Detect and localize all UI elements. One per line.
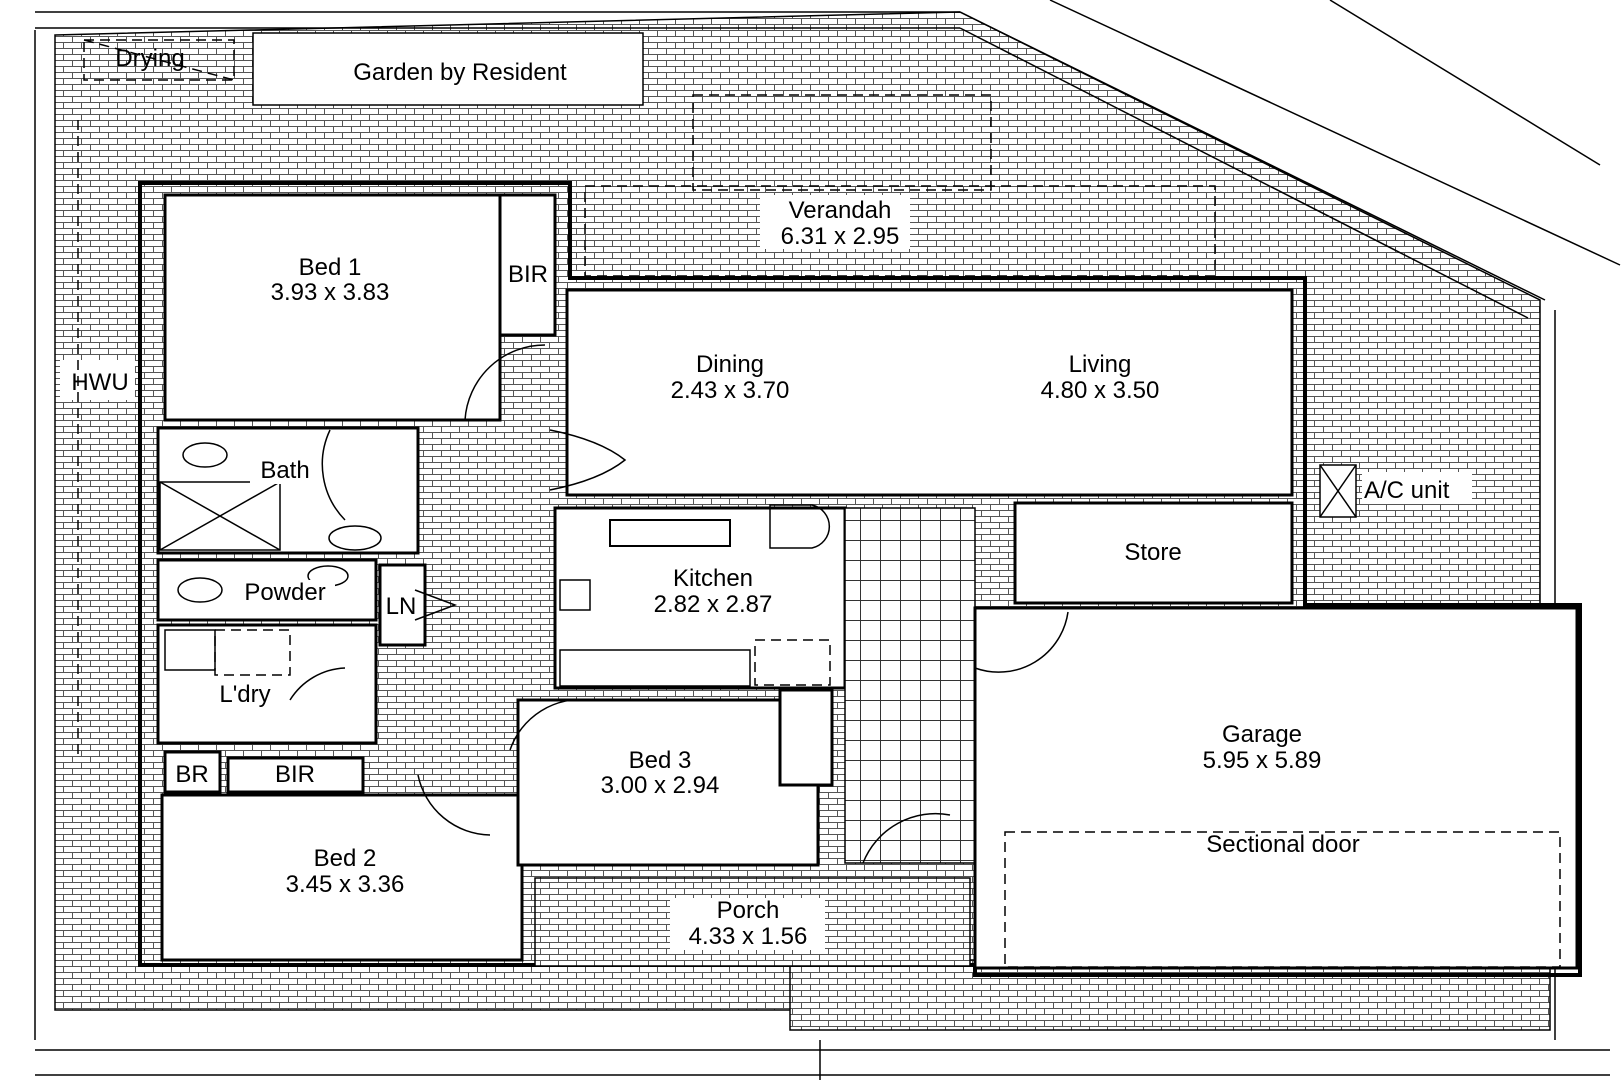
bir-bed1-label: BIR: [508, 261, 548, 288]
room-garage: Garage 5.95 x 5.89 Sectional door: [973, 606, 1579, 970]
dining-label: Dining: [696, 351, 764, 378]
verandah-area: Verandah 6.31 x 2.95: [584, 94, 1216, 277]
kitchen-label: Kitchen: [673, 565, 753, 592]
bed1-label: Bed 1: [299, 254, 362, 281]
porch-dim: 4.33 x 1.56: [689, 923, 808, 950]
room-bed3: Bed 3 3.00 x 2.94: [516, 688, 834, 867]
bed2-dim: 3.45 x 3.36: [286, 871, 405, 898]
room-linen: LN: [378, 563, 427, 647]
room-bed1: Bed 1 3.93 x 3.83 BIR: [163, 193, 557, 422]
door-swings: [289, 344, 1069, 864]
hwu-label: HWU: [71, 369, 128, 396]
ac-unit-label: A/C unit: [1364, 477, 1450, 504]
ldry-label: L'dry: [219, 681, 270, 708]
room-store: Store: [1013, 501, 1294, 605]
room-laundry: L'dry: [156, 623, 378, 745]
room-bed2: Bed 2 3.45 x 3.36: [160, 793, 524, 962]
store-label: Store: [1124, 539, 1181, 566]
garage-label: Garage: [1222, 721, 1302, 748]
porch-label: Porch: [717, 897, 780, 924]
drying-area: Drying: [83, 39, 235, 81]
hwu-area: HWU: [60, 120, 135, 760]
bed3-dim: 3.00 x 2.94: [601, 772, 720, 799]
room-powder: Powder: [156, 558, 378, 622]
living-dim: 4.80 x 3.50: [1041, 377, 1160, 404]
room-dining-living: Dining 2.43 x 3.70 Living 4.80 x 3.50: [565, 288, 1294, 497]
kitchen-dim: 2.82 x 2.87: [654, 591, 773, 618]
verandah-dim: 6.31 x 2.95: [781, 223, 900, 250]
bir-bed2-label: BIR: [275, 761, 315, 788]
verandah-label: Verandah: [789, 197, 892, 224]
garden-area: Garden by Resident: [252, 32, 644, 106]
powder-label: Powder: [244, 579, 325, 606]
drying-label: Drying: [115, 45, 184, 72]
porch-area: Porch 4.33 x 1.56: [534, 877, 971, 967]
sectional-door-label: Sectional door: [1206, 831, 1359, 858]
bath-label: Bath: [260, 457, 309, 484]
ac-unit: A/C unit: [1319, 464, 1472, 518]
garage-dim: 5.95 x 5.89: [1203, 747, 1322, 774]
room-kitchen: Kitchen 2.82 x 2.87: [553, 506, 847, 690]
living-label: Living: [1069, 351, 1132, 378]
hall-tiled: [844, 507, 976, 864]
bed2-label: Bed 2: [314, 845, 377, 872]
br-label: BR: [175, 761, 208, 788]
room-bath: Bath: [156, 426, 420, 555]
dining-dim: 2.43 x 3.70: [671, 377, 790, 404]
bed3-label: Bed 3: [629, 747, 692, 774]
room-storage-br-bir: BR BIR: [163, 750, 365, 794]
bed1-dim: 3.93 x 3.83: [271, 279, 390, 306]
garden-label: Garden by Resident: [353, 59, 567, 86]
ln-label: LN: [386, 593, 417, 620]
